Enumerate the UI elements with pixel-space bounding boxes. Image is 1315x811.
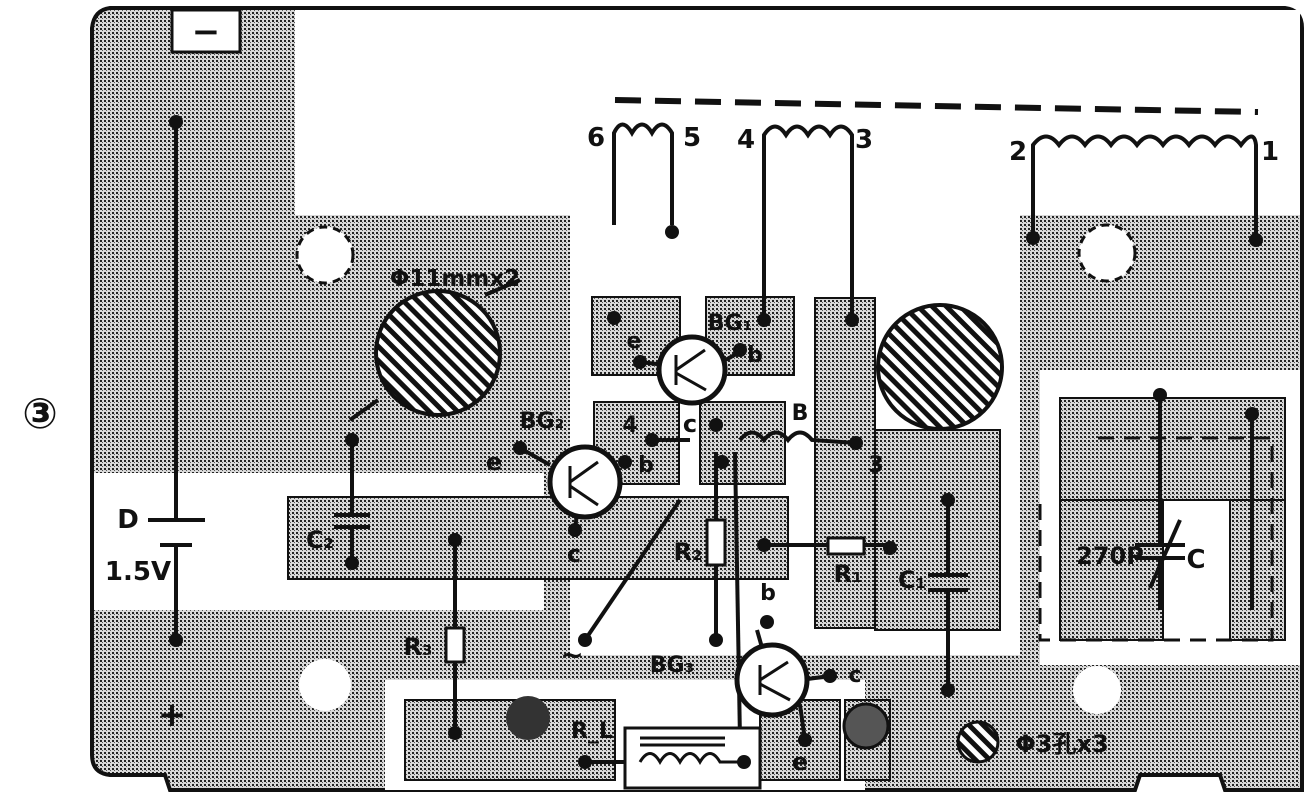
cap-value-label: 270P — [1076, 542, 1144, 570]
bg3-emitter-label: e — [792, 748, 808, 776]
r2-label: R₂ — [674, 538, 703, 566]
load-rl-coil — [638, 752, 740, 765]
c1-label: C₁ — [898, 566, 926, 594]
mount-hole — [1077, 223, 1137, 283]
coil-pin-5: 5 — [683, 123, 701, 153]
r3-label: R₃ — [404, 633, 433, 661]
positive-terminal-label: + — [158, 695, 187, 735]
transistor-bg2 — [547, 444, 623, 520]
bg3-collector-label: c — [848, 663, 861, 688]
coil-pin-6: 6 — [587, 123, 605, 153]
pad-3-label: 3 — [868, 453, 883, 478]
bg1-base-label: b — [747, 343, 763, 368]
transistor-bg2-symbol — [568, 460, 599, 507]
pad-4-label: 4 — [622, 413, 637, 438]
resistor-r3 — [444, 626, 466, 664]
hole-small-note: Φ3孔x3 — [1015, 730, 1108, 758]
hole-large-note: Φ11mmx2 — [390, 266, 520, 292]
ac-symbol: ~ — [560, 638, 583, 671]
resistor-r2 — [705, 518, 727, 567]
figure-number: ③ — [22, 389, 58, 438]
pad-c2-bar — [287, 496, 789, 580]
transistor-bg3 — [734, 642, 810, 718]
pad-c — [699, 401, 786, 485]
coil-4-3 — [762, 124, 854, 320]
small-hole-hatched — [956, 720, 1000, 764]
coil-2-1 — [1031, 134, 1258, 240]
small-hole-hatched — [506, 696, 550, 740]
negative-terminal-label: − — [192, 12, 221, 52]
bg1-emitter-label: e — [627, 329, 642, 354]
transistor-bg1-symbol — [674, 348, 707, 392]
r1-label: R₁ — [834, 560, 863, 588]
battery-name: D — [117, 505, 139, 535]
c2-label: C₂ — [306, 526, 334, 554]
mount-hole — [295, 225, 355, 285]
transistor-bg3-label: BG₃ — [650, 653, 694, 678]
load-rl-core — [640, 736, 725, 747]
mount-hole — [299, 659, 351, 711]
coil-6-5 — [612, 122, 674, 225]
negative-terminal-box — [170, 8, 242, 54]
cap-name-label: C — [1186, 545, 1205, 575]
coil-pin-4: 4 — [737, 125, 755, 155]
transistor-bg1 — [656, 334, 728, 406]
coil-pin-2: 2 — [1009, 137, 1027, 167]
large-hole-hatched — [374, 289, 502, 417]
transistor-bg1-label: BG₁ — [708, 311, 752, 336]
bg2-emitter-label: e — [486, 448, 502, 476]
small-hole-hatched — [842, 702, 890, 750]
bg2-collector-label: c — [567, 540, 581, 568]
solder-points — [169, 115, 1263, 769]
bg1-collector-label: c — [683, 410, 697, 438]
large-hole-hatched — [876, 303, 1004, 431]
board-cutout-top — [295, 10, 1300, 275]
coil-b-label: B — [792, 401, 809, 426]
bg2-base-label: b — [638, 453, 654, 478]
pad-3 — [814, 297, 876, 629]
capacitor-dashed-boundary — [1038, 436, 1274, 642]
coil-pin-3: 3 — [855, 125, 873, 155]
shield-dashed-line — [614, 97, 1259, 115]
transistor-bg2-label: BG₂ — [520, 409, 564, 434]
rl-label: R_L — [571, 719, 613, 744]
battery-voltage: 1.5V — [105, 557, 171, 587]
mount-hole — [1073, 666, 1121, 714]
pad-right-left — [1059, 499, 1164, 641]
pad-c1 — [874, 429, 1001, 631]
transistor-bg3-symbol — [758, 660, 791, 702]
coil-pin-1: 1 — [1261, 137, 1279, 167]
pad-right-right — [1229, 499, 1286, 641]
resistor-r1 — [826, 536, 866, 556]
bg3-base-label: b — [760, 581, 776, 606]
